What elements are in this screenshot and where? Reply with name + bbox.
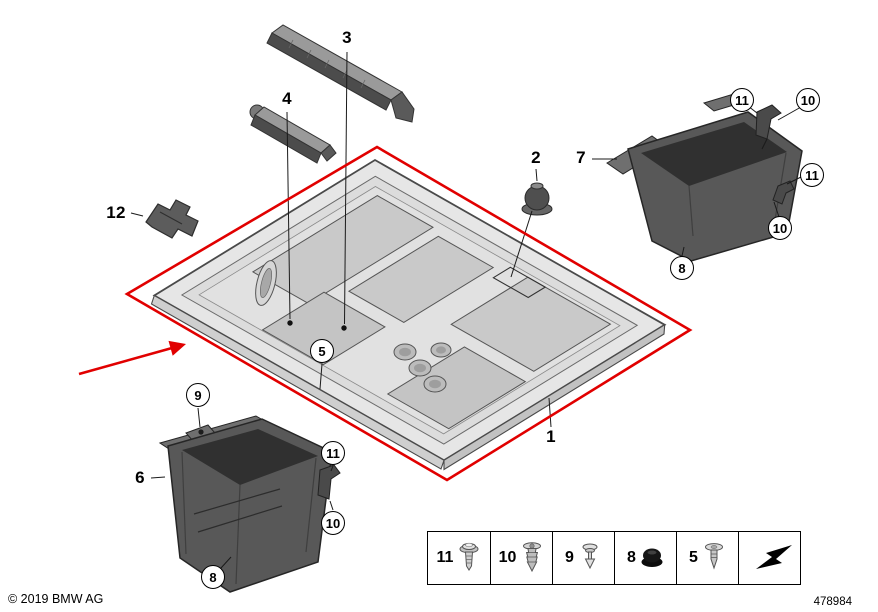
clip-icon bbox=[582, 543, 598, 570]
expanding-rivet-icon bbox=[523, 542, 542, 573]
cup-holder-cluster bbox=[393, 342, 452, 393]
panel-handle bbox=[255, 260, 277, 306]
copyright-text: © 2019 BMW AG bbox=[8, 592, 104, 606]
callout-9-circled: 9 bbox=[186, 383, 210, 407]
highlight-arrow-head bbox=[168, 340, 186, 356]
direction-arrow-icon bbox=[755, 545, 792, 569]
screw-icon bbox=[459, 542, 479, 571]
legend-cell-8: 8 bbox=[614, 532, 676, 584]
legend-label: 5 bbox=[689, 549, 698, 566]
fastener-legend: 11 10 9 bbox=[427, 531, 801, 585]
legend-cell-9: 9 bbox=[552, 532, 614, 584]
highlight-frame bbox=[124, 145, 693, 482]
legend-cell-arrow bbox=[738, 532, 800, 584]
legend-label: 11 bbox=[436, 549, 454, 566]
callout-10-circled: 10 bbox=[796, 88, 820, 112]
callout-11-circled: 11 bbox=[730, 88, 754, 112]
plug-icon bbox=[641, 548, 663, 567]
callout-1: 1 bbox=[546, 427, 556, 446]
callout-10-circled: 10 bbox=[768, 216, 792, 240]
callout-2: 2 bbox=[531, 148, 541, 167]
part-4-rail bbox=[249, 104, 337, 164]
callout-12: 12 bbox=[106, 203, 126, 222]
part-3-rail bbox=[266, 24, 415, 123]
part-6-storage-bin bbox=[158, 415, 341, 593]
legend-label: 9 bbox=[565, 549, 574, 566]
part-12-bracket bbox=[145, 199, 199, 239]
leader-lines bbox=[130, 51, 802, 569]
legend-cell-11: 11 bbox=[428, 532, 490, 584]
highlight-arrow-shaft bbox=[78, 346, 173, 376]
callout-6: 6 bbox=[135, 468, 145, 487]
main-panel-part-1 bbox=[150, 158, 667, 471]
legend-label: 8 bbox=[627, 549, 636, 566]
rivet-icon bbox=[704, 543, 723, 570]
callout-11-circled: 11 bbox=[800, 163, 824, 187]
callout-5-circled: 5 bbox=[310, 339, 334, 363]
part-2-anchor-outline bbox=[492, 266, 547, 299]
callout-8-circled: 8 bbox=[201, 565, 225, 589]
legend-cell-10: 10 bbox=[490, 532, 552, 584]
callout-10-circled: 10 bbox=[321, 511, 345, 535]
legend-cell-5: 5 bbox=[676, 532, 738, 584]
part-2-grommet bbox=[521, 182, 553, 216]
part-7-storage-tray bbox=[606, 92, 803, 262]
callout-8-circled: 8 bbox=[670, 256, 694, 280]
legend-label: 10 bbox=[498, 549, 517, 566]
diagram-number: 478984 bbox=[813, 596, 852, 608]
callout-11-circled: 11 bbox=[321, 441, 345, 465]
callout-3: 3 bbox=[342, 28, 352, 47]
callout-7: 7 bbox=[576, 148, 586, 167]
selection-highlight bbox=[78, 145, 693, 482]
callout-4: 4 bbox=[282, 89, 292, 108]
